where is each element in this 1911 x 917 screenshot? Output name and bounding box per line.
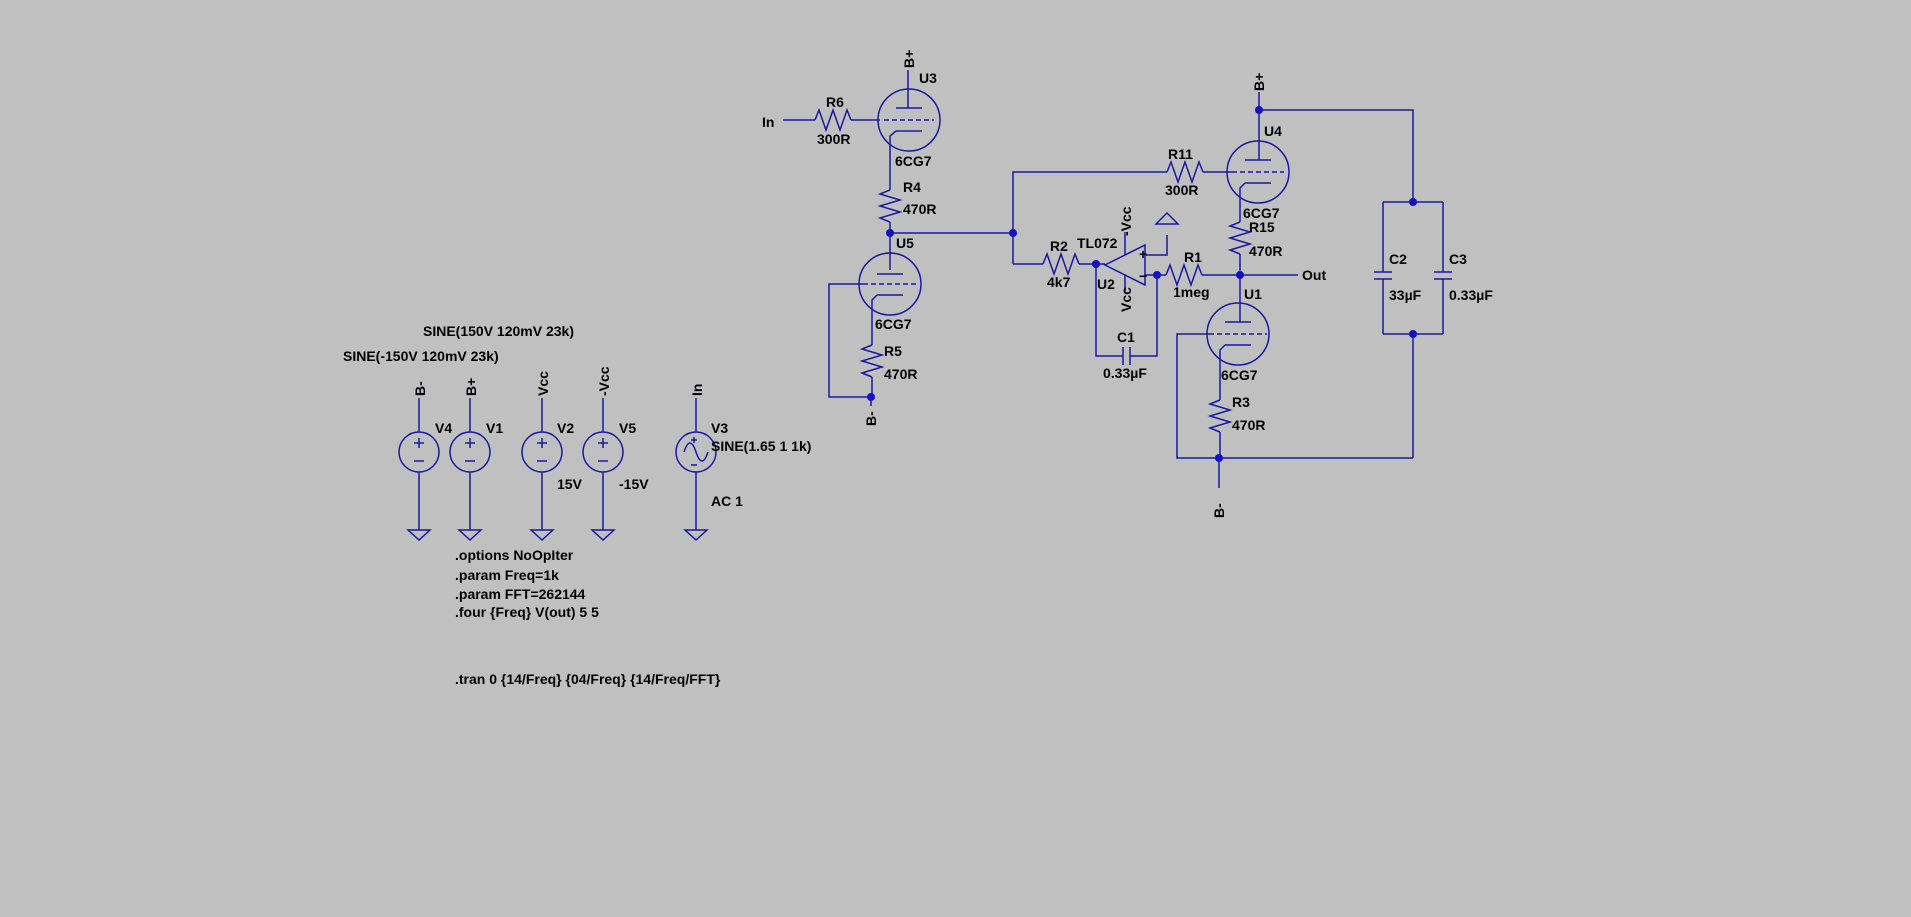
u2-ref: U2 (1097, 276, 1115, 292)
tube-u3[interactable]: B+ U3 6CG7 (877, 50, 941, 190)
u2-model: TL072 (1077, 235, 1118, 251)
u4-model: 6CG7 (1243, 205, 1280, 221)
v5-ref: V5 (619, 420, 636, 436)
source-v4[interactable]: B- V4 (398, 381, 452, 541)
tube-u5[interactable]: U5 6CG7 (828, 233, 922, 398)
source-section: SINE(150V 120mV 23k) SINE(-150V 120mV 23… (343, 323, 811, 541)
directive-param-fft[interactable]: .param FFT=262144 (455, 586, 586, 602)
opamp-minus-sign: − (1139, 268, 1147, 284)
wire-feedback-r11 (1012, 171, 1167, 233)
source-v3[interactable]: In V3 SINE(1.65 1 1k) AC 1 (675, 384, 811, 541)
opamp-u2[interactable]: + − TL072 U2 -Vcc Vcc (1077, 206, 1180, 312)
c3-value: 0.33µF (1449, 287, 1493, 303)
source-v5[interactable]: -Vcc V5 -15V (582, 366, 649, 541)
r6-value: 300R (817, 131, 850, 147)
r2-ref: R2 (1050, 238, 1068, 254)
r5-ref: R5 (884, 343, 902, 359)
r2-value: 4k7 (1047, 274, 1071, 290)
r3-ref: R3 (1232, 394, 1250, 410)
v2-value: 15V (557, 476, 583, 492)
resistor-r5[interactable]: R5 470R (859, 342, 917, 397)
c3-ref: C3 (1449, 251, 1467, 267)
u1-ref: U1 (1244, 286, 1262, 302)
resistor-r11[interactable]: R11 300R (1165, 146, 1232, 198)
r3-value: 470R (1232, 417, 1265, 433)
v1-ref: V1 (486, 420, 503, 436)
v3-ref: V3 (711, 420, 728, 436)
net-label-bminus-u5: B- (863, 411, 879, 426)
v3-value: SINE(1.65 1 1k) (711, 438, 811, 454)
source-v1[interactable]: B+ V1 (449, 378, 503, 541)
tube-u4[interactable]: U4 6CG7 (1226, 110, 1290, 222)
u4-ref: U4 (1264, 123, 1282, 139)
net-label-bplus-u3: B+ (901, 50, 917, 68)
u5-model: 6CG7 (875, 316, 912, 332)
c2-ref: C2 (1389, 251, 1407, 267)
net-label-bminus-u1: B- (1211, 503, 1227, 518)
u5-ref: U5 (896, 235, 914, 251)
directive-param-freq[interactable]: .param Freq=1k (455, 567, 559, 583)
tube-u1[interactable]: U1 6CG7 (1176, 275, 1270, 459)
v5-value: -15V (619, 476, 649, 492)
directive-tran[interactable]: .tran 0 {14/Freq} {04/Freq} {14/Freq/FFT… (455, 671, 721, 687)
u1-model: 6CG7 (1221, 367, 1258, 383)
resistor-r2[interactable]: R2 4k7 (1042, 238, 1096, 290)
r11-value: 300R (1165, 182, 1198, 198)
directive-options[interactable]: .options NoOpIter (455, 547, 574, 563)
c2-value: 33µF (1389, 287, 1422, 303)
v2-ref: V2 (557, 420, 574, 436)
r6-ref: R6 (826, 94, 844, 110)
net-label-vcc-u2: Vcc (1118, 287, 1134, 312)
opamp-plus-sign: + (1139, 246, 1147, 262)
capacitor-c2[interactable]: C2 33µF (1374, 202, 1422, 334)
resistor-r6[interactable] (814, 107, 852, 133)
r4-ref: R4 (903, 179, 921, 195)
net-label-out: Out (1302, 267, 1326, 283)
r5-value: 470R (884, 366, 917, 382)
resistor-r15[interactable]: R15 470R (1227, 219, 1282, 275)
r15-ref: R15 (1249, 219, 1275, 235)
source-note-v4: SINE(-150V 120mV 23k) (343, 348, 499, 364)
spice-directives[interactable]: .options NoOpIter .param Freq=1k .param … (455, 547, 721, 687)
r4-value: 470R (903, 201, 936, 217)
r15-value: 470R (1249, 243, 1282, 259)
input-stage: In R6 300R (762, 94, 880, 147)
v4-ref: V4 (435, 420, 452, 436)
net-label-vcc: Vcc (535, 371, 551, 396)
directive-four[interactable]: .four {Freq} V(out) 5 5 (455, 604, 599, 620)
net-label-bplus-u4: B+ (1251, 73, 1267, 91)
r1-value: 1meg (1173, 284, 1210, 300)
resistor-r1[interactable]: R1 1meg (1157, 249, 1240, 300)
net-label-neg-vcc-u2: -Vcc (1118, 206, 1134, 236)
source-v2[interactable]: Vcc V2 15V (521, 371, 583, 541)
net-label-bminus: B- (412, 381, 428, 396)
net-label-bplus: B+ (463, 378, 479, 396)
net-label-neg-vcc: -Vcc (596, 366, 612, 396)
net-label-in: In (689, 384, 705, 396)
u3-ref: U3 (919, 70, 937, 86)
c1-ref: C1 (1117, 329, 1135, 345)
wire-bplus-caps (1259, 109, 1414, 202)
r1-ref: R1 (1184, 249, 1202, 265)
source-note-v1: SINE(150V 120mV 23k) (423, 323, 574, 339)
capacitor-c3[interactable]: C3 0.33µF (1434, 202, 1493, 334)
c1-value: 0.33µF (1103, 365, 1147, 381)
u3-model: 6CG7 (895, 153, 932, 169)
net-label-in-input: In (762, 114, 774, 130)
capacitor-c1[interactable]: C1 0.33µF (1095, 264, 1158, 381)
r11-ref: R11 (1168, 146, 1193, 162)
resistor-r3[interactable]: R3 470R (1207, 394, 1265, 458)
resistor-r4[interactable]: R4 470R (877, 179, 936, 233)
v3-ac: AC 1 (711, 493, 743, 509)
